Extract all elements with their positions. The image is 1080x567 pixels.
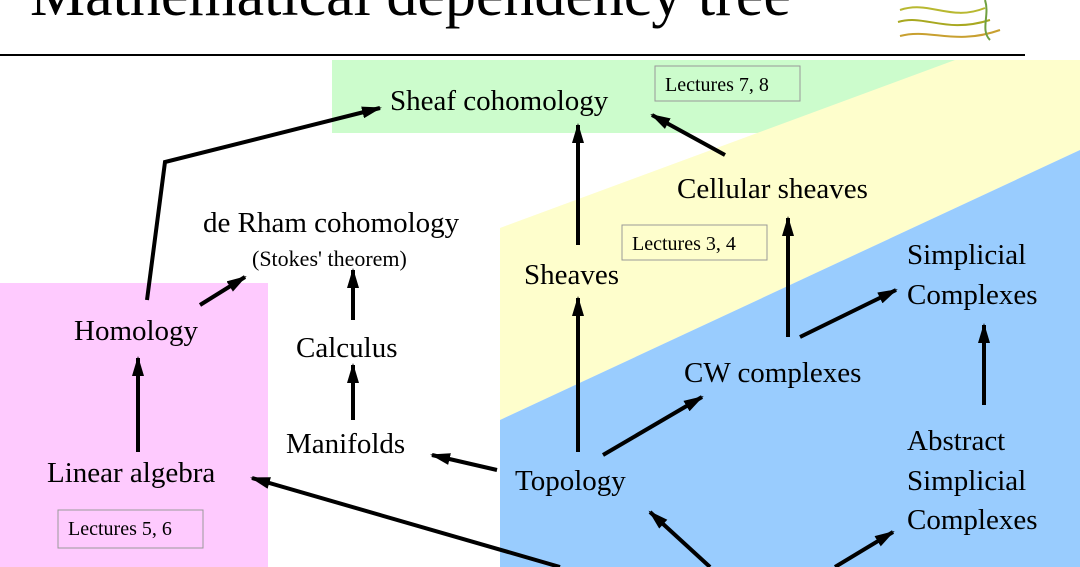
- node-abstract-line1: Abstract: [907, 425, 1005, 457]
- region-pink: [0, 283, 268, 567]
- arrow-bottom-to-topology: [648, 510, 712, 567]
- arrow-topology-to-manifolds: [430, 453, 498, 472]
- node-calculus: Calculus: [296, 332, 398, 364]
- lecture-box-7-8: [654, 65, 801, 102]
- lecture-label-5-6: Lectures 5, 6: [68, 518, 172, 540]
- lecture-box-5-6: [57, 509, 204, 549]
- arrow-homology-to-de-rham: [198, 275, 247, 307]
- node-linear-algebra: Linear algebra: [47, 457, 215, 489]
- node-de-rham: de Rham cohomology: [203, 207, 460, 239]
- node-simplicial-line2: Complexes: [907, 279, 1038, 311]
- node-cellular-sheaves: Cellular sheaves: [677, 173, 868, 205]
- node-sheaves: Sheaves: [524, 259, 619, 291]
- node-abstract-line3: Complexes: [907, 504, 1038, 536]
- wavy-lines-logo-icon: [897, 0, 1001, 41]
- arrow-bottom-to-abstract: [833, 530, 895, 567]
- lecture-box-3-4: [621, 224, 768, 261]
- node-abstract-line2: Simplicial: [907, 465, 1026, 497]
- arrow-homology-to-sheaf-cohomology: [145, 106, 382, 301]
- node-topology: Topology: [515, 465, 626, 497]
- slide-title: Mathematical dependency tree: [30, 0, 791, 29]
- arrow-bottom-to-linear-algebra: [250, 476, 561, 567]
- arrow-cw-to-simplicial: [799, 288, 898, 339]
- arrow-cellular-sheaves-to-sheaf-cohomology: [650, 113, 726, 157]
- node-cw-complexes: CW complexes: [684, 357, 861, 389]
- lecture-label-3-4: Lectures 3, 4: [632, 233, 736, 255]
- node-simplicial-line1: Simplicial: [907, 239, 1026, 271]
- region-blue: [500, 150, 1080, 567]
- node-stokes: (Stokes' theorem): [252, 246, 407, 271]
- arrow-topology-to-cw: [601, 395, 704, 457]
- node-manifolds: Manifolds: [286, 428, 405, 460]
- node-homology: Homology: [74, 315, 199, 347]
- lecture-label-7-8: Lectures 7, 8: [665, 74, 769, 96]
- node-sheaf-cohomology: Sheaf cohomology: [390, 85, 609, 117]
